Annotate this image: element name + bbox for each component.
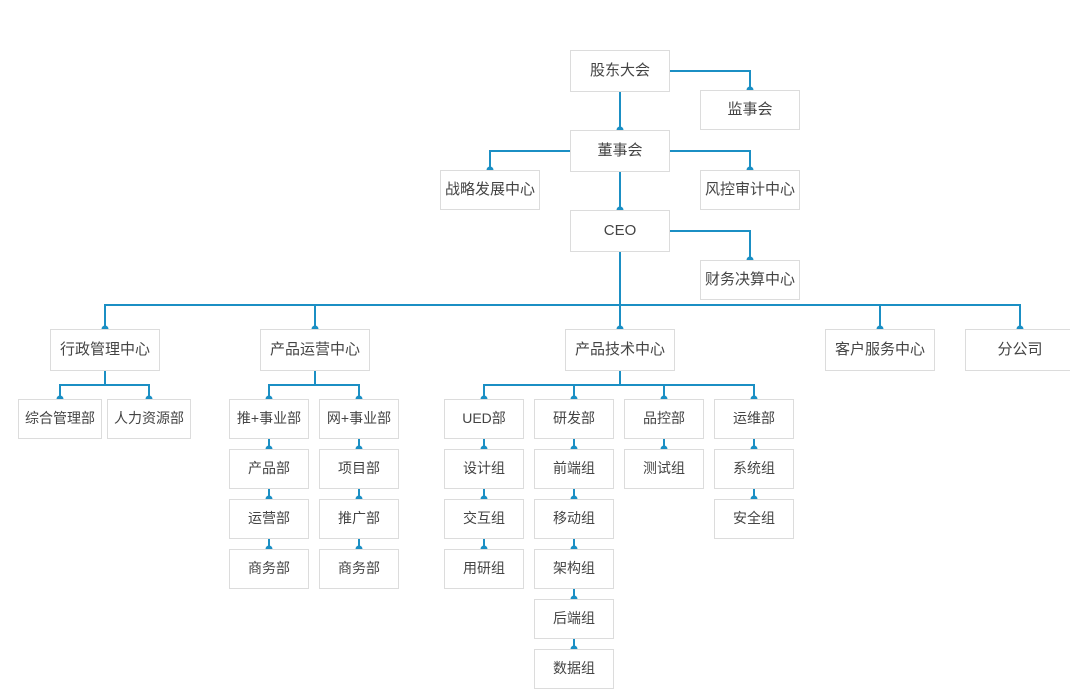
connector-prodtech-to-ops	[619, 370, 755, 400]
connector-prodops-to-tui_biz	[268, 370, 316, 400]
org-node-arch_group[interactable]: 架构组	[534, 549, 614, 589]
org-node-research_group[interactable]: 用研组	[444, 549, 524, 589]
org-node-system_group[interactable]: 系统组	[714, 449, 794, 489]
org-node-general_mgmt[interactable]: 综合管理部	[18, 399, 102, 439]
org-node-project_dept[interactable]: 项目部	[319, 449, 399, 489]
org-node-hr[interactable]: 人力资源部	[107, 399, 191, 439]
org-node-label: 研发部	[553, 410, 595, 427]
org-node-finance[interactable]: 财务决算中心	[700, 260, 800, 300]
org-node-customer[interactable]: 客户服务中心	[825, 329, 935, 371]
org-node-label: 客户服务中心	[834, 340, 925, 358]
org-node-supervisors[interactable]: 监事会	[700, 90, 800, 130]
connector-shareholders-to-supervisors	[669, 70, 751, 91]
org-node-security_group[interactable]: 安全组	[714, 499, 794, 539]
org-node-ops[interactable]: 运维部	[714, 399, 794, 439]
connector-ceo-to-prodops	[314, 251, 621, 330]
org-node-mobile_group[interactable]: 移动组	[534, 499, 614, 539]
org-node-label: 品控部	[643, 410, 685, 427]
org-node-interact_group[interactable]: 交互组	[444, 499, 524, 539]
org-node-label: 分公司	[997, 340, 1043, 358]
org-node-shareholders[interactable]: 股东大会	[570, 50, 670, 92]
org-node-label: 数据组	[553, 660, 595, 677]
org-node-label: 后端组	[553, 610, 595, 627]
org-node-label: 产品技术中心	[574, 340, 665, 358]
org-node-label: 系统组	[733, 460, 775, 477]
org-node-label: 董事会	[597, 141, 643, 159]
org-node-promo_dept[interactable]: 推广部	[319, 499, 399, 539]
org-node-label: CEO	[603, 221, 637, 239]
connector-prodops-to-wang_biz	[314, 370, 360, 400]
connector-admin-to-general_mgmt	[59, 370, 106, 400]
org-node-board[interactable]: 董事会	[570, 130, 670, 172]
org-node-label: 移动组	[553, 510, 595, 527]
org-node-frontend_group[interactable]: 前端组	[534, 449, 614, 489]
org-node-label: 用研组	[463, 560, 505, 577]
org-node-backend_group[interactable]: 后端组	[534, 599, 614, 639]
org-node-wang_biz[interactable]: 网+事业部	[319, 399, 399, 439]
org-node-prodops[interactable]: 产品运营中心	[260, 329, 370, 371]
org-node-label: 交互组	[463, 510, 505, 527]
org-node-tui_biz[interactable]: 推+事业部	[229, 399, 309, 439]
org-node-label: 前端组	[553, 460, 595, 477]
org-node-label: 监事会	[727, 100, 773, 118]
connector-board-to-riskaudit	[669, 150, 751, 171]
org-node-label: 测试组	[643, 460, 685, 477]
org-node-label: 安全组	[733, 510, 775, 527]
connector-prodtech-to-ued	[483, 370, 621, 400]
org-node-label: 运营部	[248, 510, 290, 527]
org-node-label: 财务决算中心	[704, 270, 795, 288]
org-node-data_group[interactable]: 数据组	[534, 649, 614, 689]
org-node-label: 架构组	[553, 560, 595, 577]
org-node-label: 推+事业部	[236, 410, 302, 427]
org-node-label: 网+事业部	[326, 410, 392, 427]
org-node-ceo[interactable]: CEO	[570, 210, 670, 252]
org-node-label: UED部	[462, 410, 506, 427]
org-node-product_dept[interactable]: 产品部	[229, 449, 309, 489]
connector-ceo-to-admin	[104, 251, 621, 330]
org-node-label: 综合管理部	[25, 410, 95, 427]
org-node-label: 人力资源部	[114, 410, 184, 427]
org-node-prodtech[interactable]: 产品技术中心	[565, 329, 675, 371]
org-node-business_dept2[interactable]: 商务部	[319, 549, 399, 589]
org-node-branch[interactable]: 分公司	[965, 329, 1070, 371]
org-node-riskaudit[interactable]: 风控审计中心	[700, 170, 800, 210]
org-node-label: 战略发展中心	[444, 180, 535, 198]
org-node-business_dept1[interactable]: 商务部	[229, 549, 309, 589]
connector-board-to-strategy	[489, 150, 571, 171]
org-node-label: 产品运营中心	[269, 340, 360, 358]
org-node-qa[interactable]: 品控部	[624, 399, 704, 439]
org-node-label: 商务部	[248, 560, 290, 577]
org-node-ued[interactable]: UED部	[444, 399, 524, 439]
org-node-label: 设计组	[463, 460, 505, 477]
org-node-label: 产品部	[248, 460, 290, 477]
connector-ceo-to-finance	[669, 230, 751, 261]
org-node-rnd[interactable]: 研发部	[534, 399, 614, 439]
connector-admin-to-hr	[104, 370, 150, 400]
org-node-label: 行政管理中心	[59, 340, 150, 358]
org-node-test_group[interactable]: 测试组	[624, 449, 704, 489]
connector-ceo-to-branch	[619, 251, 1021, 330]
org-node-admin[interactable]: 行政管理中心	[50, 329, 160, 371]
org-node-label: 商务部	[338, 560, 380, 577]
org-node-label: 项目部	[338, 460, 380, 477]
connector-prodtech-to-rnd	[573, 370, 621, 400]
org-node-label: 运维部	[733, 410, 775, 427]
connector-prodtech-to-qa	[619, 370, 665, 400]
org-node-strategy[interactable]: 战略发展中心	[440, 170, 540, 210]
org-node-label: 风控审计中心	[704, 180, 795, 198]
org-node-label: 股东大会	[589, 61, 650, 79]
org-node-operation_dept[interactable]: 运营部	[229, 499, 309, 539]
org-node-label: 推广部	[338, 510, 380, 527]
org-node-design_group[interactable]: 设计组	[444, 449, 524, 489]
